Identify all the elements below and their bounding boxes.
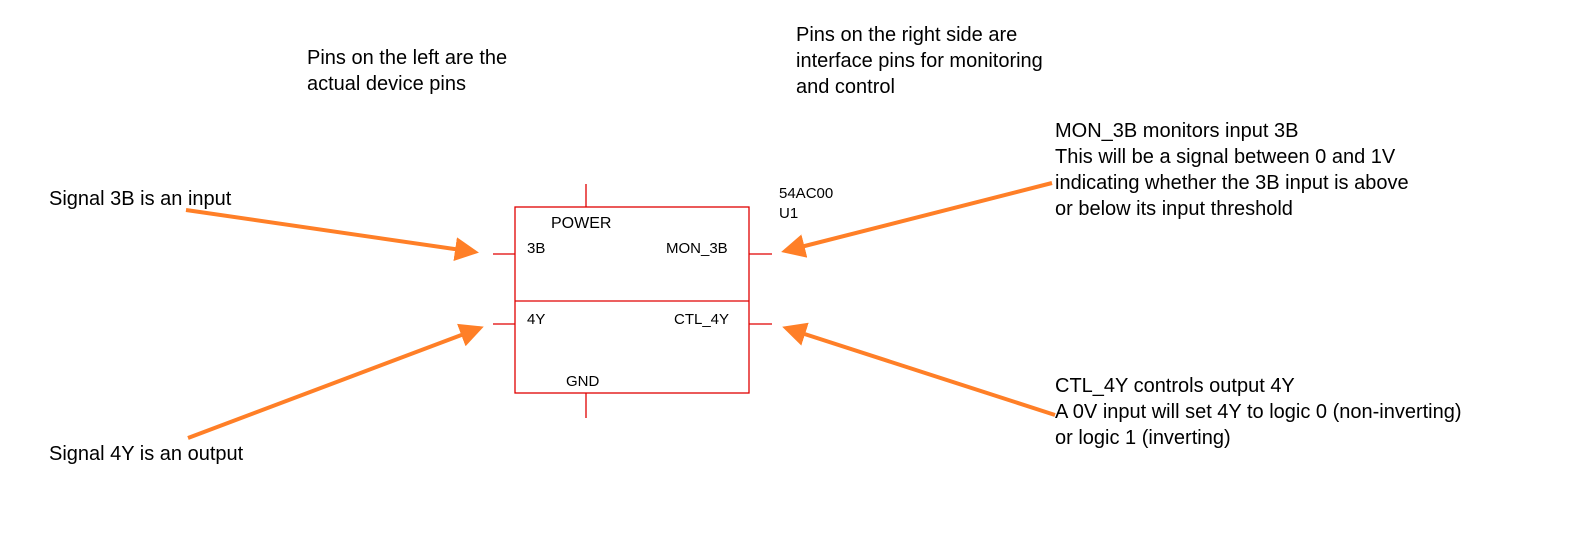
refdes: U1 [779,205,799,222]
pin-label-power: POWER [551,215,612,232]
arrow-ctl [782,322,1056,417]
component-body [514,206,750,394]
pin-label-mon-3b: MON_3B [666,240,728,257]
arrow-4y [187,323,484,440]
pin-label-gnd: GND [566,373,600,390]
arrow-mon [781,181,1053,258]
pin-label-ctl-4y: CTL_4Y [674,311,730,328]
note-signal-3b: Signal 3B is an input [49,188,232,210]
part-number: 54AC00 [779,185,834,202]
arrow-3b [185,208,479,261]
note-signal-4y: Signal 4Y is an output [49,443,244,465]
pin-label-4y: 4Y [527,311,546,328]
pin-label-3b: 3B [527,240,546,257]
